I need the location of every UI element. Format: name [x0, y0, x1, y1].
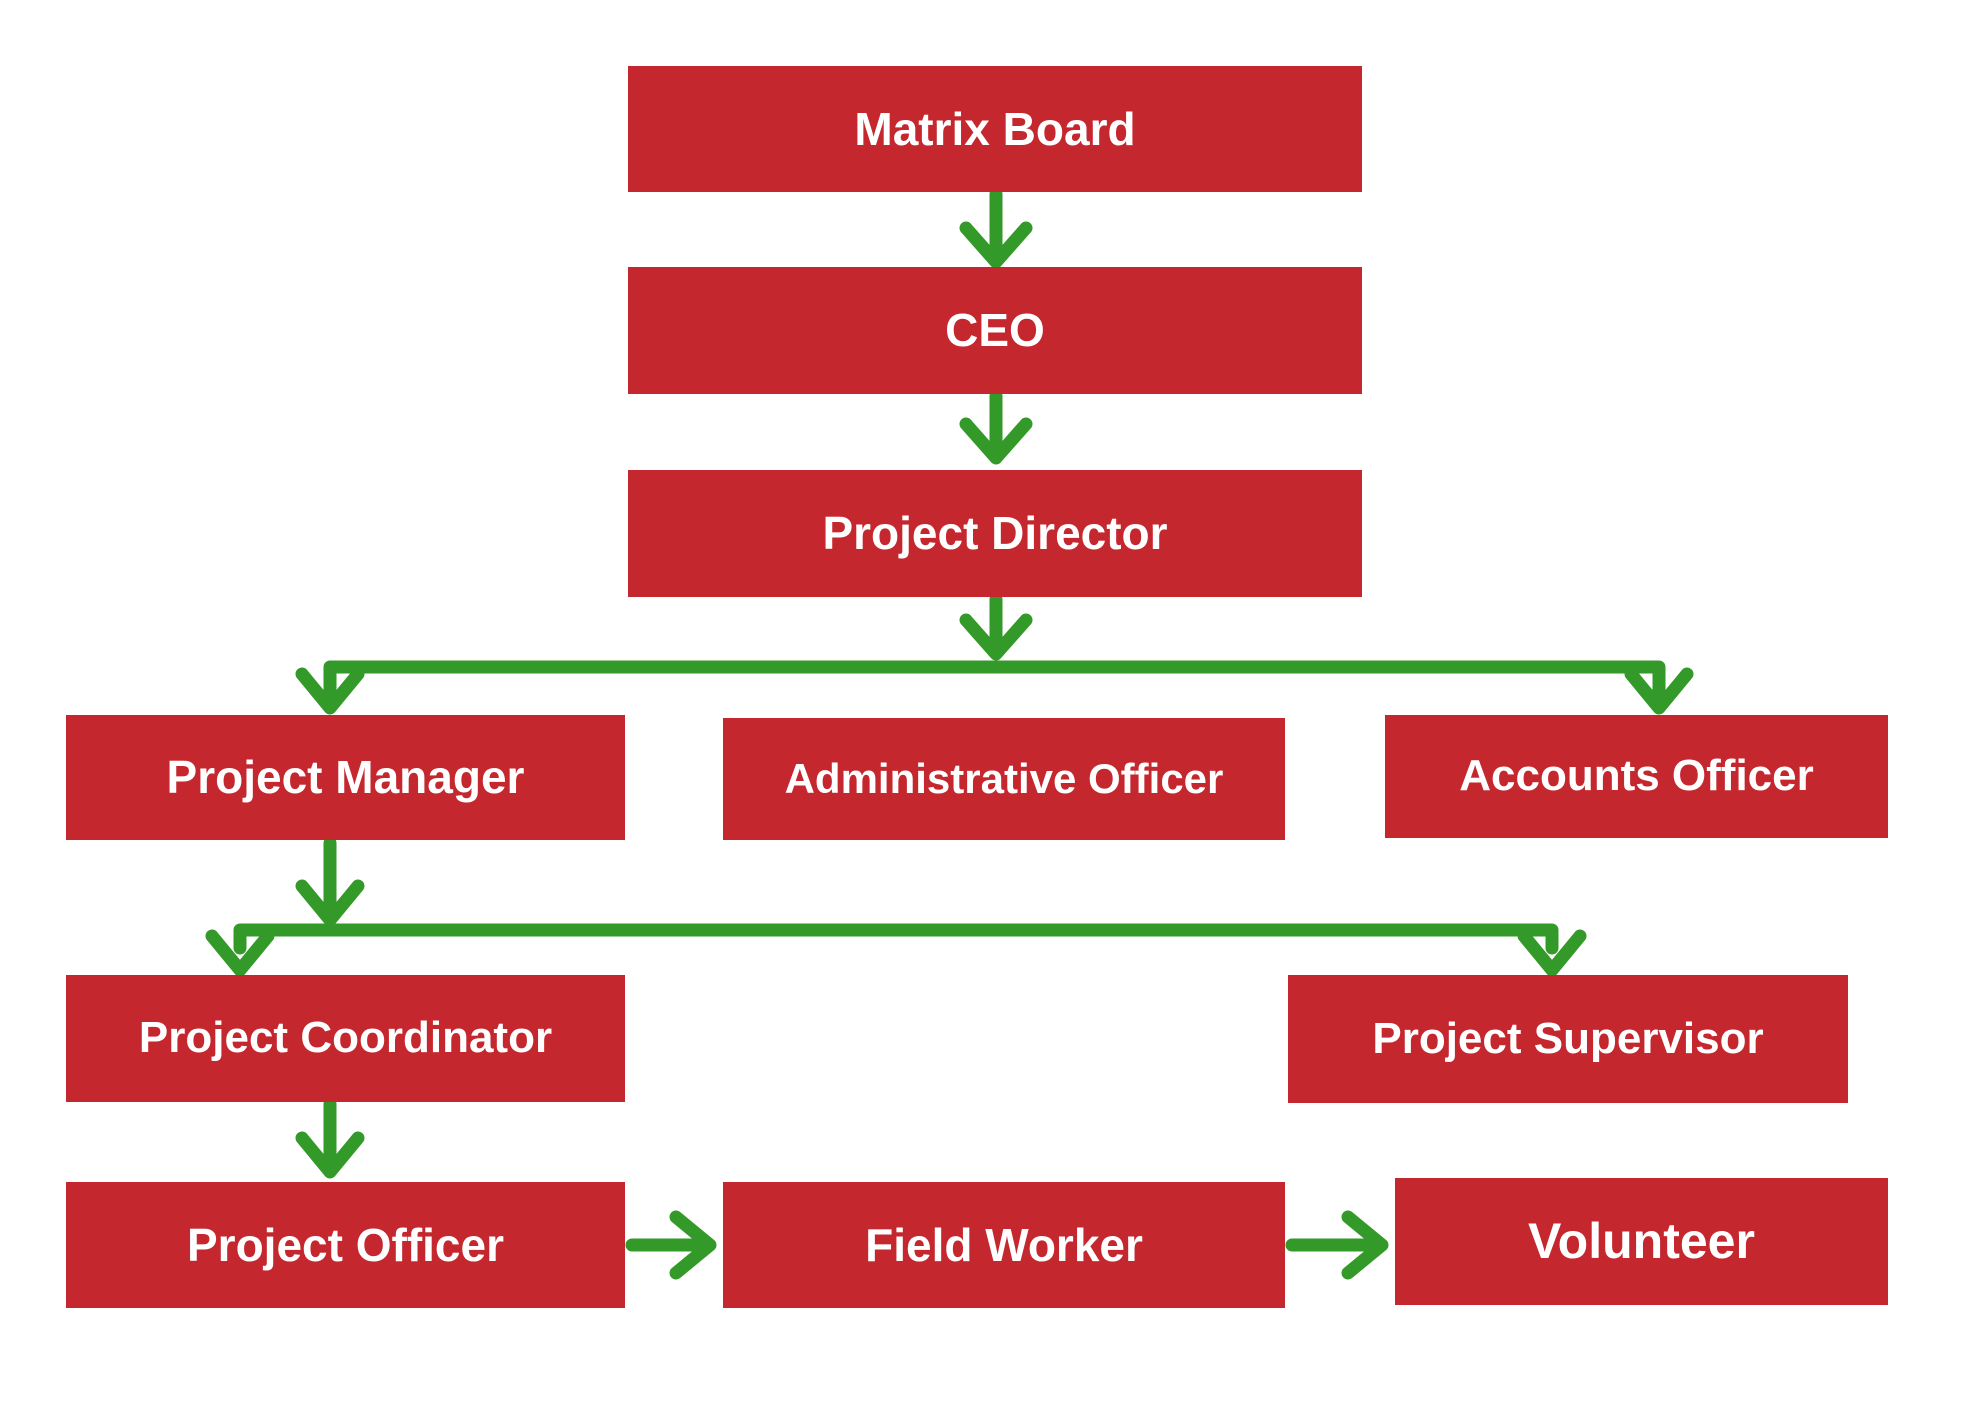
node-project-manager-label: Project Manager — [166, 751, 525, 804]
node-ceo-label: CEO — [945, 304, 1045, 357]
node-administrative-officer-label: Administrative Officer — [784, 754, 1224, 802]
node-project-director-label: Project Director — [822, 507, 1168, 560]
node-administrative-officer: Administrative Officer — [723, 718, 1285, 840]
node-accounts-officer-label: Accounts Officer — [1459, 751, 1814, 801]
node-ceo: CEO — [628, 267, 1362, 394]
node-volunteer-label: Volunteer — [1528, 1213, 1755, 1269]
node-project-supervisor: Project Supervisor — [1288, 975, 1848, 1103]
node-project-officer: Project Officer — [66, 1182, 625, 1308]
node-volunteer: Volunteer — [1395, 1178, 1888, 1305]
edge-field-worker-to-volunteer — [1285, 1210, 1389, 1280]
edge-project-officer-to-field-worker — [625, 1210, 717, 1280]
edge-project-director-to-children — [295, 592, 1694, 715]
node-project-coordinator: Project Coordinator — [66, 975, 625, 1102]
node-project-director: Project Director — [628, 470, 1362, 597]
edge-ceo-to-project-director — [959, 389, 1033, 465]
node-field-worker-label: Field Worker — [865, 1218, 1143, 1271]
node-project-manager: Project Manager — [66, 715, 625, 840]
edge-project-manager-to-children — [205, 836, 1587, 977]
node-project-coordinator-label: Project Coordinator — [138, 1013, 553, 1063]
node-project-supervisor-label: Project Supervisor — [1372, 1013, 1764, 1063]
node-project-officer-label: Project Officer — [187, 1218, 504, 1271]
edge-matrix-board-to-ceo — [959, 187, 1033, 269]
node-matrix-board-label: Matrix Board — [854, 102, 1136, 155]
node-matrix-board: Matrix Board — [628, 66, 1362, 192]
node-field-worker: Field Worker — [723, 1182, 1285, 1308]
edge-project-coordinator-to-project-officer — [295, 1097, 365, 1179]
node-accounts-officer: Accounts Officer — [1385, 715, 1888, 838]
